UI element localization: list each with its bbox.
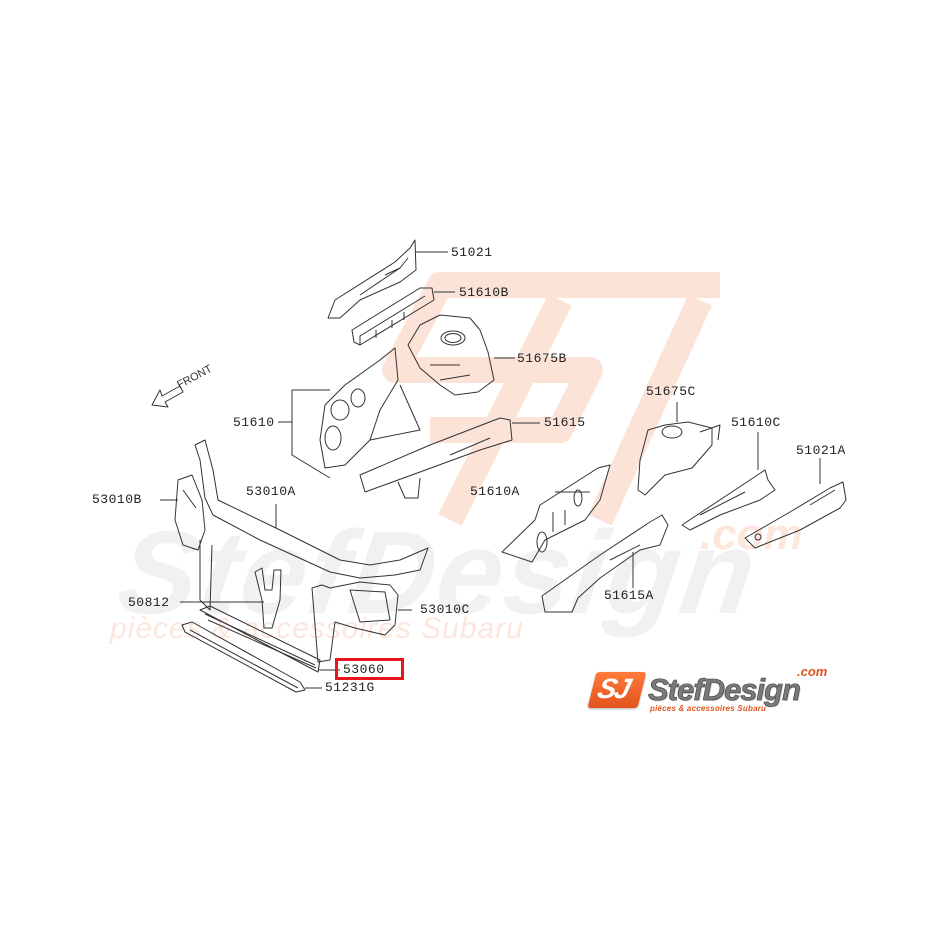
part-51675c-shape — [637, 402, 721, 496]
part-51021a-shape — [744, 458, 847, 549]
part-label-51610[interactable]: 51610 — [233, 415, 275, 430]
part-51610c-shape — [681, 432, 776, 531]
part-51610-shape — [278, 347, 421, 479]
part-51231g-shape — [181, 621, 322, 693]
part-50812-shape — [180, 567, 282, 629]
part-53010b-shape — [160, 474, 206, 551]
part-label-51675c[interactable]: 51675C — [646, 384, 696, 399]
logo-name: StefDesign — [648, 672, 802, 708]
highlight-box-53060 — [335, 658, 404, 680]
part-53060-shape — [199, 605, 340, 673]
part-label-51615a[interactable]: 51615A — [604, 588, 654, 603]
part-label-53010c[interactable]: 53010C — [420, 602, 470, 617]
part-label-51021a[interactable]: 51021A — [796, 443, 846, 458]
part-51610a-shape — [501, 464, 611, 563]
logo-domain: .com — [797, 664, 828, 679]
part-53010a-shape — [194, 439, 429, 611]
part-51615a-shape — [541, 514, 669, 613]
part-51615-shape — [359, 417, 540, 499]
part-label-50812[interactable]: 50812 — [128, 595, 170, 610]
part-53010c-shape — [311, 581, 412, 663]
part-label-51021[interactable]: 51021 — [451, 245, 493, 260]
part-51021-shape — [327, 239, 448, 319]
logo-tagline: pièces & accessoires Subaru — [650, 704, 767, 713]
part-label-53010b[interactable]: 53010B — [92, 492, 142, 507]
part-51675b-shape — [407, 314, 515, 396]
part-label-51675b[interactable]: 51675B — [517, 351, 567, 366]
stefdesign-logo: SJ StefDesign .com pièces & accessoires … — [587, 664, 847, 716]
part-label-53060[interactable]: 53060 — [343, 662, 385, 677]
part-label-51231g[interactable]: 51231G — [325, 680, 375, 695]
part-label-51610a[interactable]: 51610A — [470, 484, 520, 499]
part-label-51615[interactable]: 51615 — [544, 415, 586, 430]
logo-badge-icon: SJ — [587, 672, 647, 708]
part-label-51610b[interactable]: 51610B — [459, 285, 509, 300]
front-arrow-icon — [151, 385, 184, 408]
part-51610b-shape — [351, 287, 455, 346]
part-label-53010a[interactable]: 53010A — [246, 484, 296, 499]
part-label-51610c[interactable]: 51610C — [731, 415, 781, 430]
